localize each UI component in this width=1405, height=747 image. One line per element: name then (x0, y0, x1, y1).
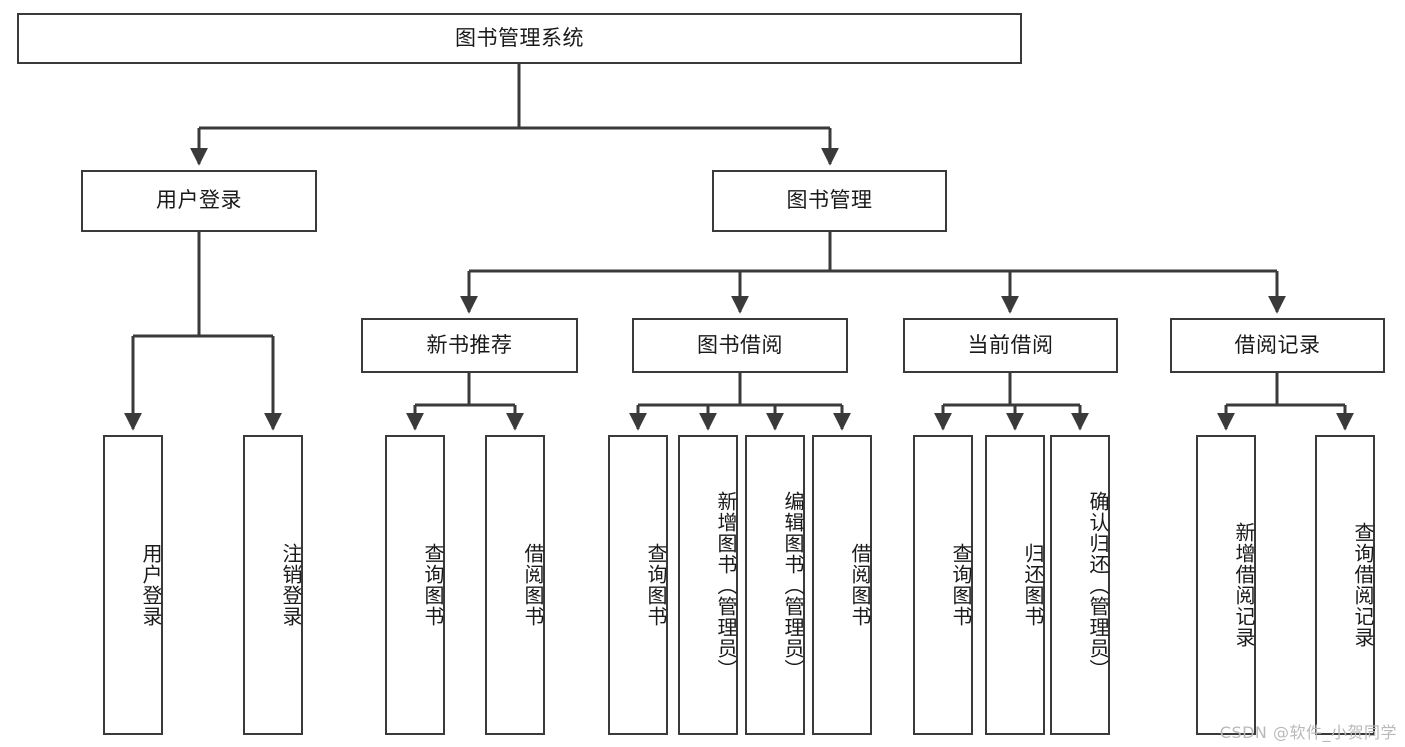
node-leaf-logout[interactable]: 注销登录 (243, 435, 303, 735)
node-leaf-confirm-return[interactable]: 确认归还（管理员） (1050, 435, 1110, 735)
node-new-book-recommend[interactable]: 新书推荐 (361, 318, 578, 373)
node-leaf-edit-book[interactable]: 编辑图书（管理员） (745, 435, 805, 735)
node-leaf-add-book-label: 新增图书（管理员） (714, 490, 738, 680)
node-leaf-return-book[interactable]: 归还图书 (985, 435, 1045, 735)
node-leaf-borrow-book-1-label: 借阅图书 (521, 543, 545, 627)
node-leaf-confirm-return-label: 确认归还（管理员） (1086, 490, 1110, 680)
book-borrow-to-leaves-connectors (629, 373, 851, 431)
node-user-login-label: 用户登录 (156, 188, 242, 213)
node-leaf-return-book-label: 归还图书 (1021, 543, 1045, 627)
node-leaf-query-book-3[interactable]: 查询图书 (913, 435, 973, 735)
root-to-level2-connectors (190, 64, 839, 166)
node-leaf-query-book-3-label: 查询图书 (949, 543, 973, 627)
node-book-borrow[interactable]: 图书借阅 (632, 318, 848, 373)
node-leaf-query-book-2-label: 查询图书 (644, 543, 668, 627)
node-leaf-query-record-label: 查询借阅记录 (1351, 522, 1375, 648)
book-manage-to-level3-connectors (460, 232, 1286, 314)
node-leaf-borrow-book-1[interactable]: 借阅图书 (485, 435, 545, 735)
node-leaf-add-record-label: 新增借阅记录 (1232, 522, 1256, 648)
node-user-login[interactable]: 用户登录 (81, 170, 317, 232)
current-borrow-to-leaves-connectors (934, 373, 1089, 431)
borrow-record-to-leaves-connectors (1217, 373, 1354, 431)
node-leaf-edit-book-label: 编辑图书（管理员） (781, 490, 805, 680)
node-leaf-borrow-book-2-label: 借阅图书 (848, 543, 872, 627)
node-book-borrow-label: 图书借阅 (697, 332, 783, 357)
node-current-borrow-label: 当前借阅 (967, 332, 1054, 357)
node-leaf-logout-label: 注销登录 (279, 543, 303, 627)
node-leaf-query-book-1[interactable]: 查询图书 (385, 435, 445, 735)
node-borrow-record-label: 借阅记录 (1234, 332, 1321, 357)
node-book-manage[interactable]: 图书管理 (712, 170, 947, 232)
node-new-book-recommend-label: 新书推荐 (426, 332, 513, 357)
csdn-watermark: CSDN @软件_小贺同学 (1219, 723, 1397, 742)
node-leaf-query-record[interactable]: 查询借阅记录 (1315, 435, 1375, 735)
user-login-to-leaves-connectors (124, 232, 282, 431)
node-root-label: 图书管理系统 (455, 25, 584, 50)
node-leaf-borrow-book-2[interactable]: 借阅图书 (812, 435, 872, 735)
node-leaf-add-record[interactable]: 新增借阅记录 (1196, 435, 1256, 735)
node-leaf-user-login-label: 用户登录 (139, 543, 163, 627)
node-leaf-query-book-2[interactable]: 查询图书 (608, 435, 668, 735)
node-borrow-record[interactable]: 借阅记录 (1170, 318, 1385, 373)
node-leaf-user-login[interactable]: 用户登录 (103, 435, 163, 735)
node-book-manage-label: 图书管理 (786, 188, 873, 213)
new-book-recommend-to-leaves-connectors (406, 373, 524, 431)
node-current-borrow[interactable]: 当前借阅 (903, 318, 1118, 373)
node-leaf-add-book[interactable]: 新增图书（管理员） (678, 435, 738, 735)
node-root[interactable]: 图书管理系统 (17, 13, 1022, 64)
node-leaf-query-book-1-label: 查询图书 (421, 543, 445, 627)
